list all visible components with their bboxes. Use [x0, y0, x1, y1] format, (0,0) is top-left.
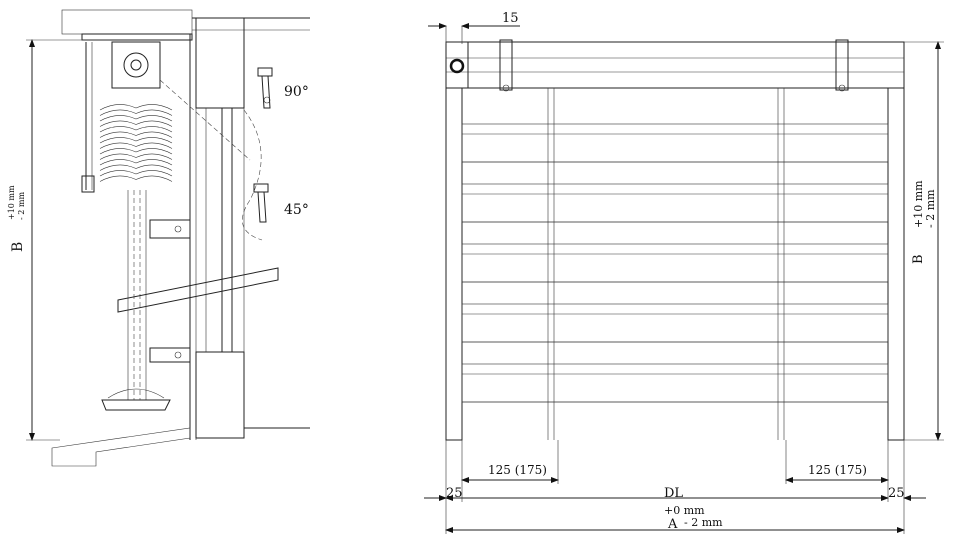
front-head-rail [445, 41, 905, 89]
handle-45 [253, 183, 269, 223]
right-side-guide [887, 87, 905, 441]
slat-stack [99, 104, 173, 182]
stacked-slat [99, 137, 173, 144]
slat-width-left-label: 125 (175) [488, 463, 547, 477]
stacked-slat [99, 153, 173, 160]
front-slat [461, 363, 889, 403]
left-height-tol-plus: +10 mm [7, 185, 16, 220]
left-height-tol-minus: - 2 mm [17, 192, 26, 220]
right-height-label: B [911, 254, 926, 264]
window-frame-bottom [195, 351, 245, 439]
front-slat [461, 183, 889, 223]
slat-width-right-label: 125 (175) [808, 463, 867, 477]
section-view [26, 9, 310, 467]
stacked-slat [99, 115, 173, 122]
stacked-slat [99, 126, 173, 133]
stacked-slat [99, 131, 173, 138]
side-right-label: 25 [888, 486, 905, 501]
window-frame-top [195, 17, 245, 109]
front-slat [461, 123, 889, 163]
right-height-tol-plus: +10 mm [912, 180, 925, 228]
offset-top-label: 15 [502, 11, 519, 26]
sill [51, 427, 191, 467]
stacked-slat [99, 104, 173, 111]
stacked-slat [99, 175, 173, 182]
side-left-label: 25 [446, 486, 463, 501]
width-tol-minus: - 2 mm [684, 516, 723, 529]
left-height-label: B [10, 242, 26, 252]
stacked-slat [99, 159, 173, 166]
stacked-slat [99, 142, 173, 149]
crank-icon [449, 58, 465, 74]
front-view [424, 23, 944, 534]
front-slats [461, 123, 889, 403]
lintel [61, 9, 193, 35]
dl-label: DL [664, 486, 683, 501]
front-slat [461, 303, 889, 343]
stacked-slat [99, 120, 173, 127]
angle-45-label: 45° [284, 202, 309, 218]
angle-90-label: 90° [284, 84, 309, 100]
stacked-slat [99, 170, 173, 177]
right-height-tol-minus: - 2 mm [924, 189, 937, 228]
front-slat [461, 243, 889, 283]
stacked-slat [99, 164, 173, 171]
width-tol-plus: +0 mm [664, 504, 705, 517]
stacked-slat [99, 148, 173, 155]
head-rail [111, 41, 161, 89]
left-side-guide [445, 87, 463, 441]
handle-90 [257, 67, 273, 109]
stacked-slat [99, 109, 173, 116]
width-label: A [667, 517, 678, 532]
